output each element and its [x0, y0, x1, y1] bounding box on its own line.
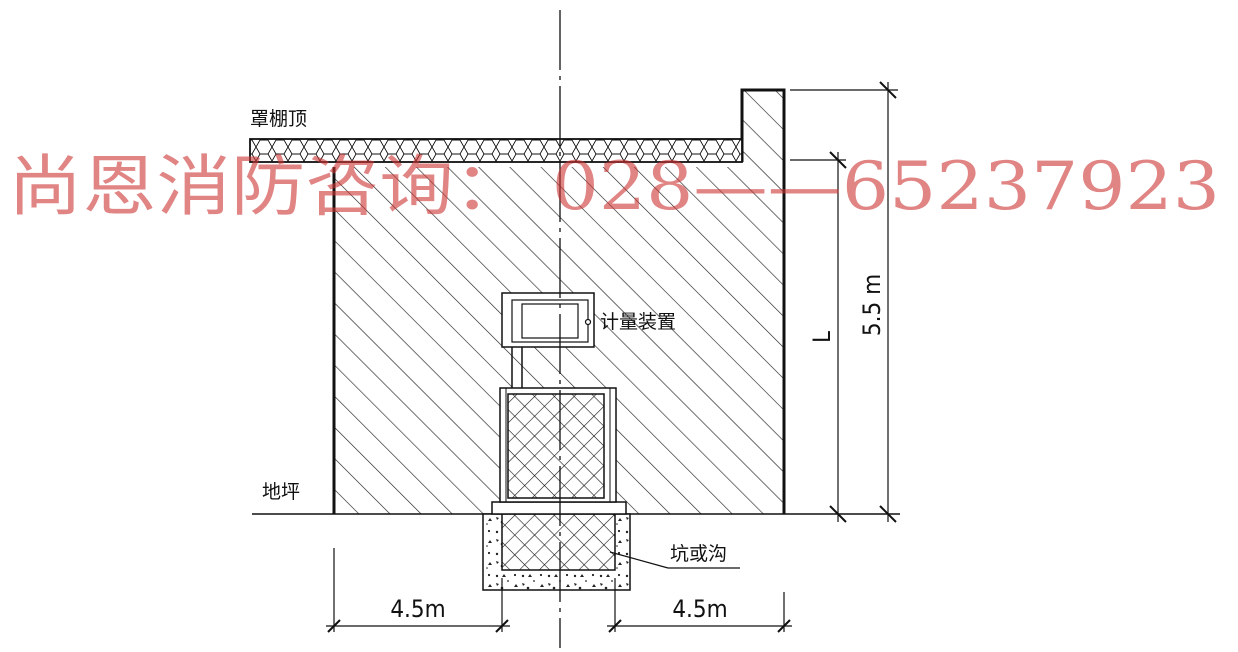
- height-L-label: L: [808, 331, 836, 343]
- canopy-top-label: 罩棚顶: [250, 108, 307, 130]
- pit-label: 坑或沟: [670, 543, 727, 565]
- metering-device-label: 计量装置: [600, 311, 676, 333]
- left-clearance-label: 4.5m: [390, 595, 445, 623]
- canopy-slab: [249, 138, 743, 163]
- pit: [482, 513, 631, 591]
- right-clearance-label: 4.5m: [672, 595, 727, 623]
- watermark-text: 尚恩消防咨询： 028——65237923: [8, 148, 1220, 225]
- dispenser: [491, 387, 627, 515]
- right-dimension: [607, 578, 792, 633]
- ground-level-label: 地坪: [262, 481, 300, 503]
- height-total-label: 5.5 m: [858, 274, 886, 336]
- height-dimension: [790, 81, 898, 523]
- metering-device: [501, 292, 595, 388]
- pit-leader: [609, 551, 669, 569]
- left-dimension: [326, 548, 510, 633]
